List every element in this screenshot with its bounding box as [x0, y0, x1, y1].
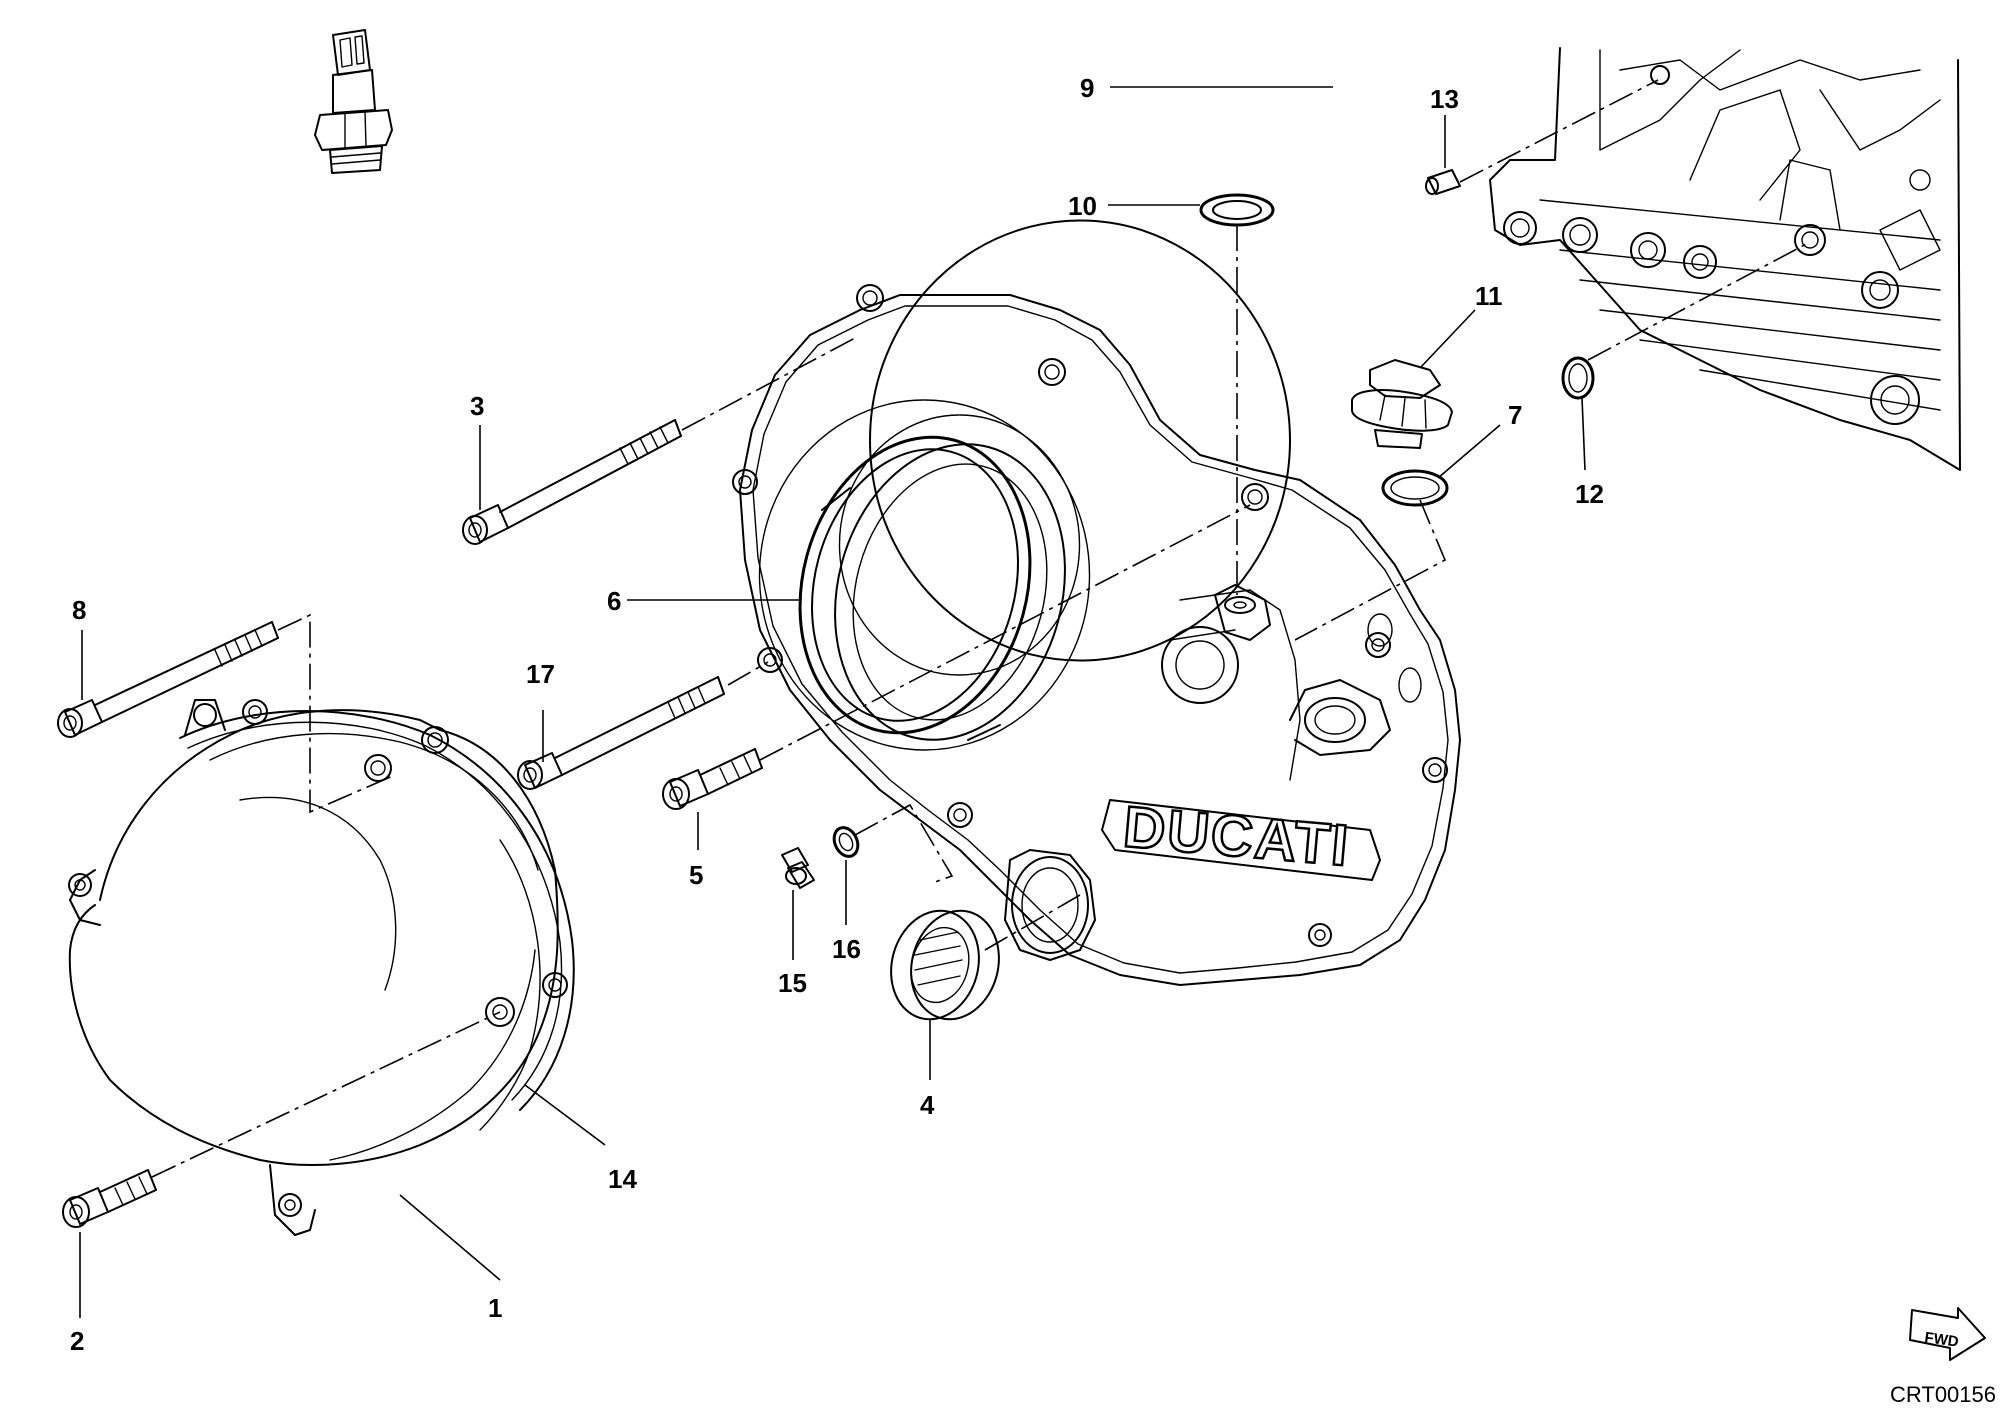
callout-9: 9 [1080, 73, 1094, 103]
sensor-9 [314, 29, 393, 174]
reference-code: CRT00156 [1890, 1382, 1996, 1407]
callout-6: 6 [607, 586, 621, 616]
callout-12: 12 [1575, 479, 1604, 509]
screw-2 [62, 1169, 157, 1228]
seal-ring-6 [798, 435, 1066, 741]
callout-13: 13 [1430, 84, 1459, 114]
dowel-13 [1425, 169, 1461, 195]
ducati-logo: DUCATI [1121, 794, 1353, 879]
callout-7: 7 [1508, 400, 1522, 430]
screw-3 [462, 419, 682, 545]
callout-15: 15 [778, 968, 807, 998]
o-ring-7 [1381, 469, 1449, 507]
callout-10: 10 [1068, 191, 1097, 221]
callout-5: 5 [689, 860, 703, 890]
oil-seal-4 [890, 909, 1000, 1021]
assembly-lines [151, 79, 1811, 1178]
callout-4: 4 [920, 1090, 935, 1120]
clutch-side-cover: DUCATI [732, 219, 1461, 986]
washer-10 [1199, 193, 1275, 227]
oil-filler-plug-11 [1351, 359, 1453, 449]
forward-arrow-icon: FWD [1909, 1307, 1986, 1361]
callout-14: 14 [608, 1164, 637, 1194]
fwd-label: FWD [1923, 1329, 1959, 1351]
leader-lines [79, 86, 1586, 1318]
callout-11: 11 [1475, 281, 1503, 311]
callout-17: 17 [526, 659, 555, 689]
callout-3: 3 [470, 391, 484, 421]
clutch-cover-assembly [68, 699, 575, 1236]
plug-15 [781, 847, 815, 889]
callout-8: 8 [72, 595, 86, 625]
callout-1: 1 [488, 1293, 502, 1323]
callout-16: 16 [832, 934, 861, 964]
engine-crankcase [1489, 47, 1961, 471]
o-ring-12 [1561, 356, 1595, 400]
callout-labels: 1 2 3 4 5 6 7 8 9 10 11 12 13 14 15 16 1… [70, 73, 1604, 1356]
callout-2: 2 [70, 1326, 84, 1356]
screw-8 [57, 621, 279, 738]
screw-5 [662, 748, 763, 810]
washer-16 [832, 826, 860, 858]
